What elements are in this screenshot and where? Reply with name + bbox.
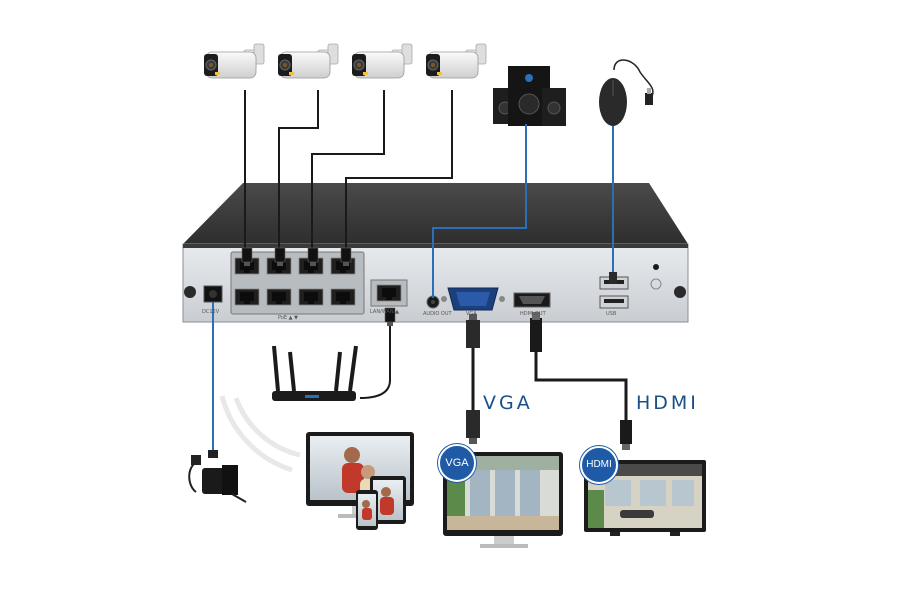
camera-icon [203,43,265,79]
reset-icon [653,264,659,270]
vga-label: VGA [483,392,533,414]
vga-monitor [443,452,563,548]
vga-port [441,287,505,311]
phone-icon [356,490,378,530]
lan-port [370,279,408,307]
power-adapter-icon [188,450,247,503]
camera-icon [277,43,339,79]
hdmi-port [513,292,551,308]
speaker-icon [493,66,566,126]
port-label-vga: VGA [466,311,477,317]
camera-cables [244,90,453,258]
vga-cable [466,314,480,444]
port-label-lan: LAN/WAN ▲ [370,309,400,315]
wifi-waves [219,395,301,473]
mouse-icon [599,59,654,126]
hdmi-badge: HDMI [580,446,618,484]
camera-icon [351,43,413,79]
audio-out-port [426,295,440,309]
lan-cable [359,314,391,399]
port-label-audio: AUDIO OUT [423,311,452,317]
poe-port-block [230,251,365,315]
usb-plug [609,272,617,284]
port-label-poe: PoE ▲ ▼ [278,315,298,321]
ground-icon [650,278,662,290]
audio-cable [432,124,527,298]
hdmi-label: HDMI [636,392,699,414]
port-label-dc: DC12V [202,309,220,315]
camera-icon [425,43,487,79]
router-icon [272,345,358,401]
vga-badge: VGA [438,444,476,482]
dc-power-port [203,285,223,303]
port-label-usb: USB [606,311,617,317]
hdmi-cable [530,312,632,450]
port-label-hdmi: HDMI OUT [520,311,546,317]
